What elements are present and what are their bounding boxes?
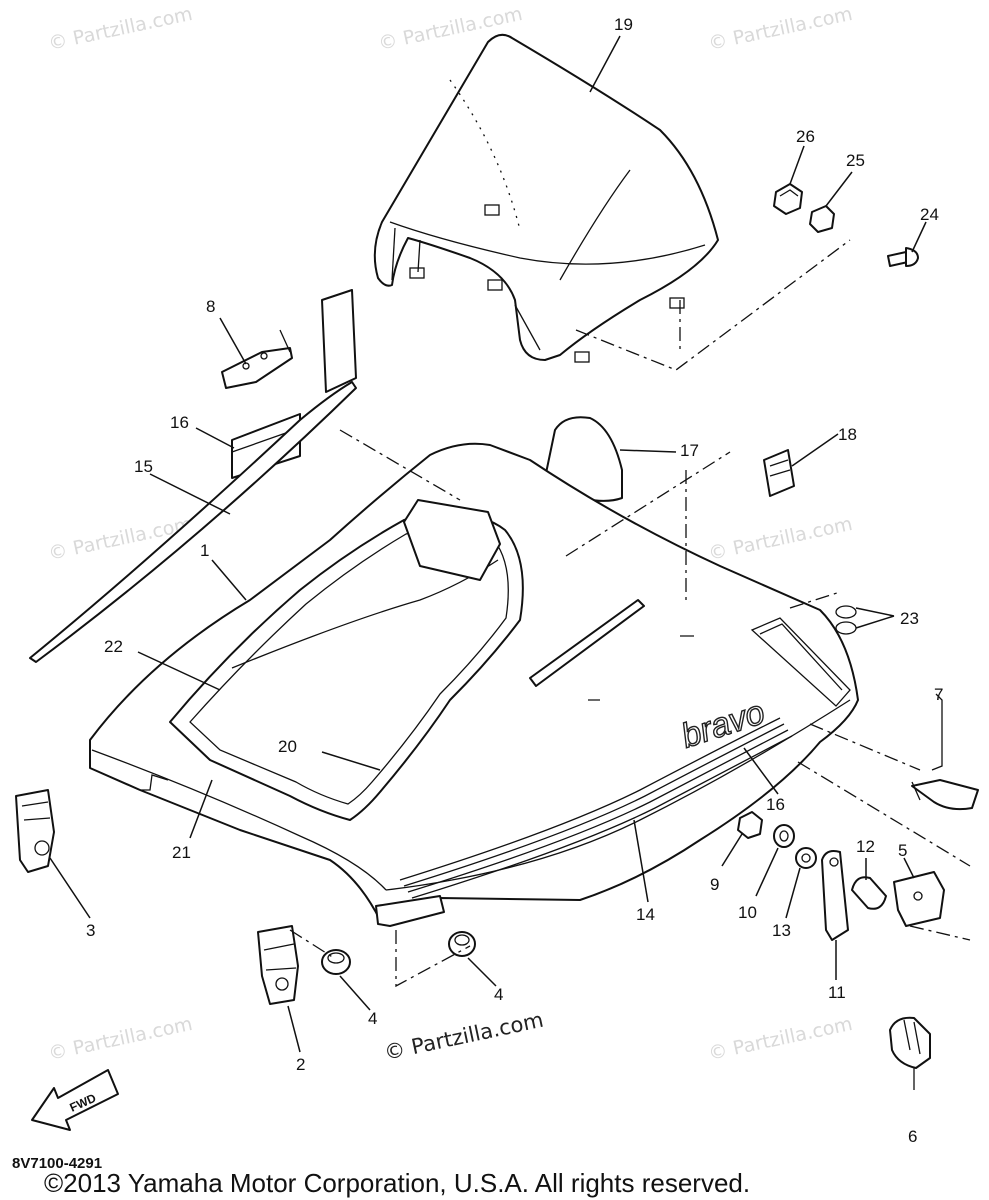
callout-16-upper: 16 [170, 413, 189, 432]
bracket-8 [221, 329, 293, 389]
fwd-arrow: FWD [31, 1069, 119, 1131]
nut-26 [773, 183, 803, 215]
strip-15 [29, 381, 357, 663]
watermark: © Partzilla.com [706, 3, 854, 55]
o-rings-23 [835, 605, 857, 635]
callout-16-lower: 16 [766, 795, 785, 814]
watermark: © Partzilla.com [706, 1013, 854, 1065]
callout-25: 25 [846, 151, 865, 170]
copyright-notice: ©2013 Yamaha Motor Corporation, U.S.A. A… [44, 1168, 750, 1198]
decal-16-upper [231, 289, 357, 479]
callout-12: 12 [856, 837, 875, 856]
callout-2: 2 [296, 1055, 305, 1074]
callout-13: 13 [772, 921, 791, 940]
windshield-19 [373, 33, 719, 363]
grommet-4b [448, 931, 476, 957]
callout-11: 11 [828, 983, 846, 1002]
callout-4-right: 4 [494, 985, 503, 1004]
callout-23: 23 [900, 609, 919, 628]
callout-1: 1 [200, 541, 209, 560]
assembly-lines [289, 239, 971, 988]
watermark: © Partzilla.com [46, 3, 194, 55]
hood-1 [89, 442, 859, 927]
callout-20: 20 [278, 737, 297, 756]
callout-21: 21 [172, 843, 191, 862]
callout-7: 7 [934, 685, 943, 704]
callout-9: 9 [710, 875, 719, 894]
latch-2 [257, 925, 299, 1005]
clip-25 [809, 205, 835, 233]
knob-6 [889, 1016, 931, 1090]
callout-26: 26 [796, 127, 815, 146]
callout-22: 22 [104, 637, 123, 656]
latch-3 [15, 789, 55, 873]
callout-10: 10 [738, 903, 757, 922]
callouts: 19 26 25 24 8 16 15 17 18 1 22 23 7 20 1… [86, 15, 943, 1146]
callout-4-left: 4 [368, 1009, 377, 1028]
callout-14: 14 [636, 905, 655, 924]
latch-7 [911, 693, 979, 811]
callout-3: 3 [86, 921, 95, 940]
watermark: © Partzilla.com [46, 1013, 194, 1065]
callout-19: 19 [614, 15, 633, 34]
callout-24: 24 [920, 205, 939, 224]
nut-13 [795, 847, 817, 869]
grommet-4a [321, 949, 351, 975]
callout-15: 15 [134, 457, 153, 476]
leader-lines [49, 35, 927, 1053]
callout-18: 18 [838, 425, 857, 444]
diagram-code: 8V7100-4291 [12, 1155, 102, 1172]
watermark: © Partzilla.com [706, 513, 854, 565]
partzilla-watermark: © Partzilla.com [382, 1008, 546, 1065]
callout-8: 8 [206, 297, 215, 316]
callout-6: 6 [908, 1127, 917, 1146]
callout-17: 17 [680, 441, 699, 460]
nut-9 [737, 811, 763, 839]
callout-5: 5 [898, 841, 907, 860]
link-11 [821, 850, 849, 941]
bushing-12 [851, 876, 887, 910]
trim-18 [763, 449, 795, 497]
washer-10 [773, 824, 795, 848]
screw-24 [887, 247, 919, 267]
bracket-5 [893, 871, 945, 927]
